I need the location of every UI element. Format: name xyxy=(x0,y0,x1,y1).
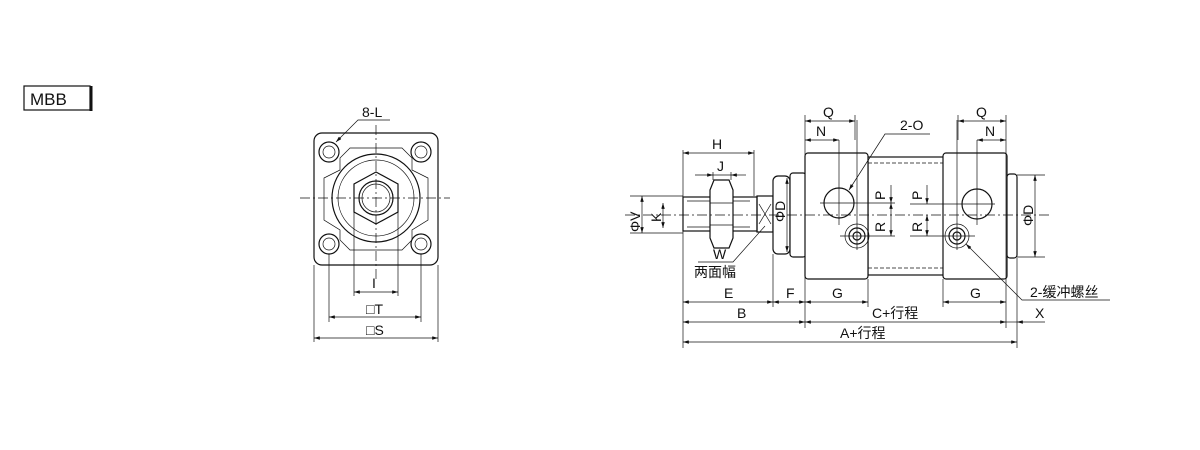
dim-a-label: A+行程 xyxy=(840,325,886,341)
dim-r-front-label: R xyxy=(872,222,888,232)
dim-b-label: B xyxy=(737,305,746,321)
dim-w-label: W xyxy=(713,246,727,262)
cushion-label: 2-缓冲螺丝 xyxy=(1030,284,1098,300)
dim-d-rear-label: ΦD xyxy=(1020,205,1036,226)
dim-p-rear-label: P xyxy=(909,191,925,200)
ports-label: 2-O xyxy=(900,117,923,133)
dim-t-label: □T xyxy=(366,301,383,317)
dim-g-rear-label: G xyxy=(970,285,981,301)
model-tag-text: MBB xyxy=(30,90,67,109)
dim-q-front-label: Q xyxy=(823,104,834,120)
dim-k-label: K xyxy=(648,212,664,222)
dim-n-rear-label: N xyxy=(985,123,995,139)
dim-i-label: I xyxy=(372,275,376,291)
side-view: H J ΦV K ΦD ΦD Q Q N N P R P R 2-O 2-缓冲螺… xyxy=(625,104,1110,348)
dim-n-front-label: N xyxy=(816,123,826,139)
holes-label: 8-L xyxy=(362,104,382,120)
dim-g-front-label: G xyxy=(832,285,843,301)
dim-x-label: X xyxy=(1035,305,1045,321)
dim-r-rear-label: R xyxy=(909,222,925,232)
rod-nut xyxy=(709,179,734,249)
dim-s-label: □S xyxy=(366,322,384,338)
dim-p-front-label: P xyxy=(872,191,888,200)
dim-e-label: E xyxy=(724,285,733,301)
wrench-flats-label: 两面幅 xyxy=(694,264,736,280)
dim-h-label: H xyxy=(712,136,722,152)
dim-d-front-label: ΦD xyxy=(772,201,788,222)
dim-f-label: F xyxy=(786,285,795,301)
dim-v-label: ΦV xyxy=(627,211,643,232)
dim-c-label: C+行程 xyxy=(872,305,918,321)
model-tag: MBB xyxy=(23,85,93,111)
dim-j-label: J xyxy=(717,158,724,174)
end-view: I □T □S 8-L xyxy=(300,104,450,342)
dim-q-rear-label: Q xyxy=(976,104,987,120)
